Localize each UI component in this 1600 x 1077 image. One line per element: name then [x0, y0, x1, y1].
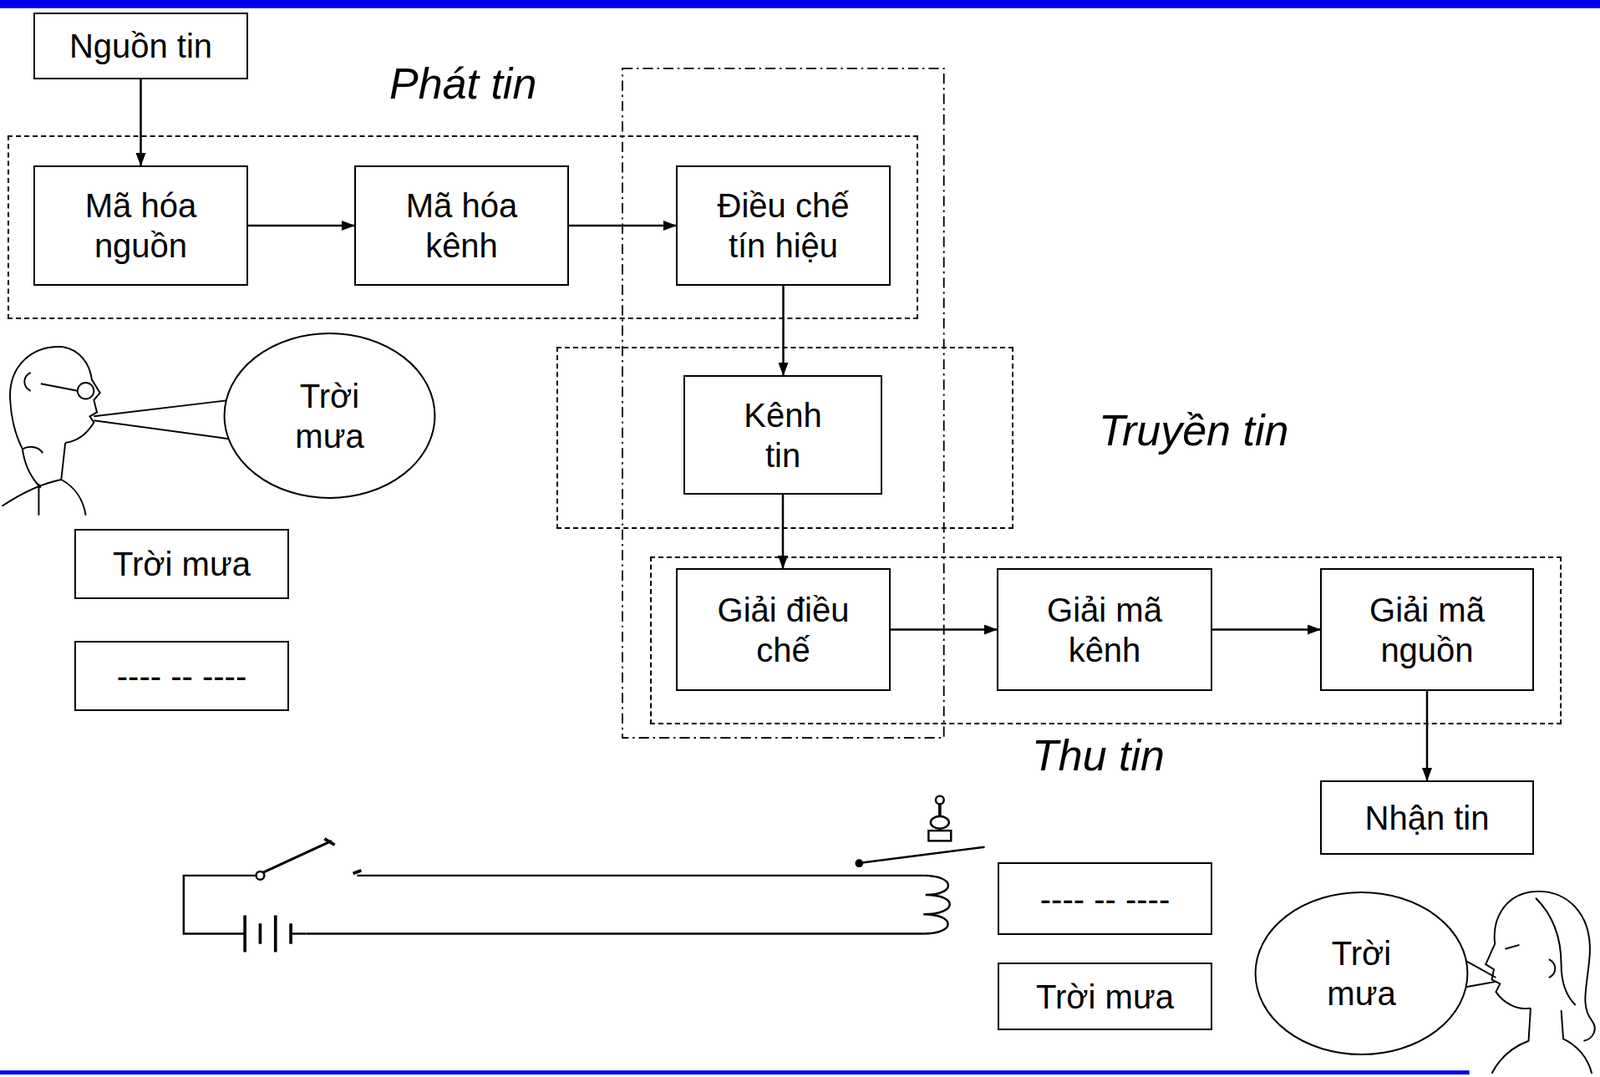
flow-arrow	[139, 79, 143, 166]
process-box: Giải mã kênh	[996, 568, 1213, 691]
stage-heading: Thu tin	[1031, 729, 1165, 782]
box-label: ---- -- ----	[1040, 878, 1170, 920]
process-box: ---- -- ----	[74, 640, 290, 712]
process-box: Trời mưa	[74, 528, 290, 600]
flow-arrow	[1212, 628, 1321, 631]
stage-region: Phát tinMã hóa nguồnMã hóa kênhĐiều chế …	[7, 135, 919, 320]
bubble-ellipse	[224, 333, 436, 498]
process-box: Nguồn tin	[33, 12, 249, 80]
process-box: Mã hóa kênh	[354, 165, 569, 286]
bubble-ellipse	[1255, 892, 1468, 1055]
bottom-bar	[0, 1070, 1470, 1075]
stage-region: Truyền tinKênh tin	[556, 346, 1014, 529]
woman-figure	[1458, 891, 1595, 1074]
box-label: Trời mưa	[1036, 976, 1174, 1017]
process-box: ---- -- ----	[997, 862, 1213, 935]
speech-bubble: Trời mưa	[1253, 890, 1470, 1057]
box-label: Mã hóa nguồn	[57, 185, 225, 266]
box-label: Trời mưa	[1299, 933, 1425, 1014]
flow-arrow	[890, 628, 997, 631]
box-label: Nhận tin	[1365, 797, 1490, 839]
process-box: Giải mã nguồn	[1320, 568, 1534, 691]
dash-dot-frame	[622, 68, 945, 738]
flow-arrow	[1426, 690, 1429, 781]
flow-arrow	[782, 285, 785, 376]
box-label: Giải mã kênh	[1020, 589, 1189, 671]
process-box: Mã hóa nguồn	[33, 165, 249, 286]
box-label: Nguồn tin	[69, 25, 213, 67]
speech-bubble: Trời mưa	[222, 331, 437, 500]
process-box: Nhận tin	[1320, 780, 1534, 855]
process-box: Trời mưa	[997, 962, 1213, 1031]
box-label: Giải điều chế	[700, 589, 868, 671]
box-label: Kênh tin	[732, 395, 834, 476]
box-label: Điều chế tín hiệu	[700, 185, 868, 266]
top-bar	[0, 0, 1600, 9]
box-label: Trời mưa	[267, 375, 393, 457]
telegraph-circuit	[183, 796, 986, 953]
box-label: Mã hóa kênh	[378, 185, 546, 266]
process-box: Kênh tin	[683, 375, 883, 495]
flow-arrow	[568, 224, 676, 228]
box-label: ---- -- ----	[116, 655, 247, 696]
box-label: Giải mã nguồn	[1343, 589, 1511, 671]
stage-heading: Truyền tin	[1098, 404, 1289, 457]
man-figure	[1, 346, 231, 516]
process-box: Điều chế tín hiệu	[675, 165, 891, 286]
bubble-outline	[222, 331, 437, 500]
stage-region: Thu tinGiải điều chếGiải mã kênhGiải mã …	[650, 556, 1562, 725]
flow-arrow	[248, 224, 355, 228]
box-label: Trời mưa	[112, 543, 251, 585]
stage-heading: Phát tin	[389, 57, 537, 110]
process-box: Giải điều chế	[675, 568, 891, 691]
bubble-outline	[1253, 890, 1470, 1057]
